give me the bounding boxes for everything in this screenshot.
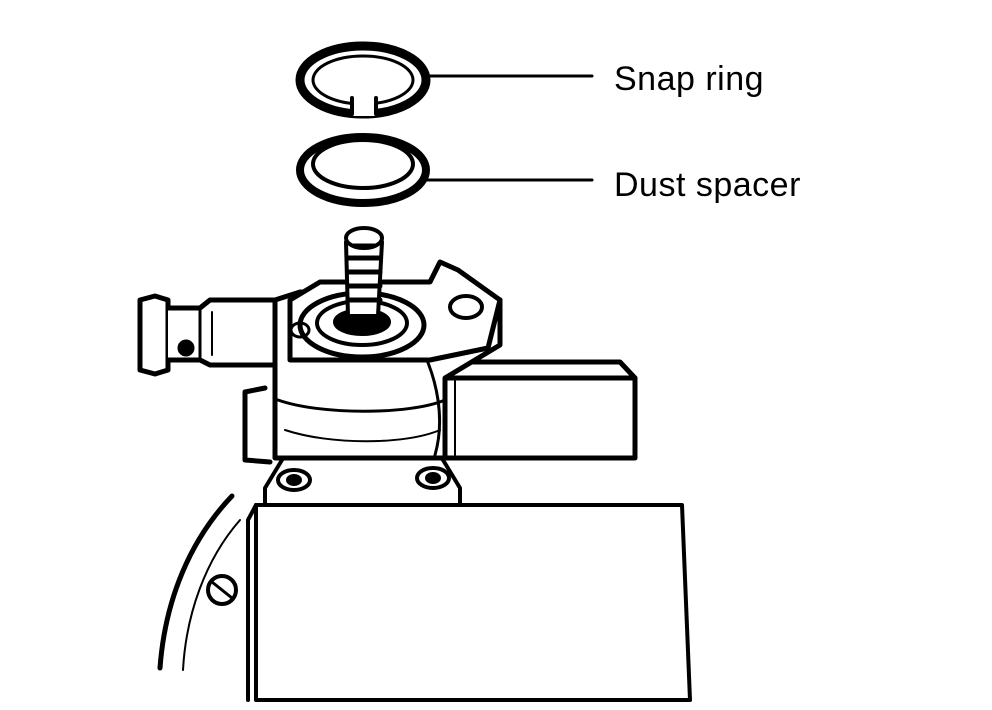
dust-spacer-label: Dust spacer	[614, 166, 801, 204]
snap-ring-label: Snap ring	[614, 60, 765, 98]
reservoir-box	[442, 359, 638, 461]
side-fitting	[137, 293, 278, 377]
housing-bolt-hole	[206, 574, 238, 606]
pump-housing	[157, 493, 692, 702]
snap-ring	[295, 41, 431, 119]
mounting-flange	[263, 453, 462, 507]
dust-spacer	[296, 133, 430, 207]
drive-shaft	[344, 226, 384, 318]
top-plate	[287, 259, 503, 363]
